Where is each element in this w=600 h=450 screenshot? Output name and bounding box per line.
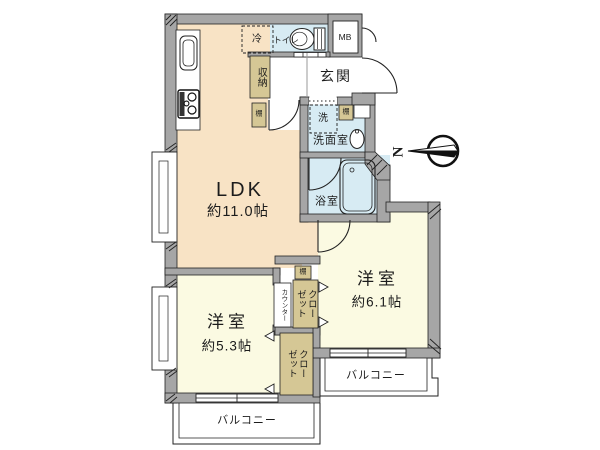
- balconies: [172, 358, 439, 445]
- storage-closet: [249, 55, 271, 99]
- windows: [151, 151, 407, 403]
- label-washer: 洗: [318, 113, 328, 124]
- balcony-left-rail: [172, 403, 321, 445]
- bathtub-icon: [339, 159, 376, 215]
- label-meter-box: MB: [338, 31, 352, 42]
- compass: [407, 134, 460, 168]
- wall-hatches: [165, 14, 442, 404]
- room-label-entrance: 玄関: [320, 68, 352, 84]
- counter-box: [273, 282, 292, 328]
- room-label-washroom: 洗面室: [313, 134, 349, 147]
- label-balcony-left: バルコニー: [217, 414, 277, 427]
- window-bedroom-left: [195, 393, 279, 403]
- closet-door-arrows: [264, 281, 329, 395]
- label-counter: カウンター: [279, 288, 287, 322]
- label-refrigerator: 冷: [252, 34, 262, 45]
- meter-box: [332, 20, 359, 54]
- label-balcony-right: バルコニー: [346, 369, 406, 382]
- meter-box-door: [361, 27, 377, 43]
- compass-north-label: N: [390, 146, 407, 158]
- fixtures: [175, 20, 376, 396]
- room-size-bedroom-left: 約5.3帖: [201, 338, 253, 354]
- entrance-floor: [305, 52, 362, 98]
- closet-left: [279, 332, 314, 396]
- room-size-bedroom-right: 約6.1帖: [351, 294, 403, 310]
- room-label-bathroom: 浴室: [315, 195, 339, 208]
- window-bedroom-right: [329, 348, 407, 358]
- shelf-hall: [251, 102, 267, 128]
- room-label-bedroom-right: 洋室: [357, 269, 399, 289]
- label-shelf-hall: 棚: [255, 110, 263, 118]
- closet-right-line2: ゼット: [295, 289, 306, 319]
- washroom-door-gap: [309, 97, 337, 105]
- room-label-ldk: LDK: [216, 179, 264, 201]
- closet-left-line2: ゼット: [286, 349, 297, 379]
- room-label-toilet: トイレ: [273, 34, 299, 45]
- doors: [264, 27, 398, 395]
- room-floors: [177, 24, 430, 395]
- label-storage: 収納: [255, 67, 267, 87]
- room-label-bedroom-left: 洋室: [207, 312, 249, 332]
- room-size-ldk: 約11.0帖: [206, 203, 270, 220]
- bedroom-left-floor: [177, 268, 280, 395]
- closet-right-line1: クロー: [305, 289, 317, 319]
- stove-icon: [177, 89, 200, 119]
- label-closet-right: クローゼット: [294, 289, 317, 319]
- label-shelf-closet-top: 棚: [299, 268, 307, 276]
- shelf-washroom: [338, 104, 354, 121]
- shelf-closet-top: [294, 265, 312, 280]
- label-closet-left: クローゼット: [285, 349, 308, 379]
- washer-space: [309, 104, 338, 134]
- toilet-sliding-door: [293, 52, 327, 58]
- toilet-icon: [289, 27, 326, 51]
- label-shelf-washroom: 棚: [342, 108, 350, 116]
- balcony-right-rail: [319, 358, 439, 397]
- closet-right: [292, 279, 319, 329]
- kitchen-counter: [175, 29, 201, 131]
- washroom-niche: [353, 104, 371, 119]
- refrigerator-space: [241, 25, 274, 54]
- closet-left-line1: クロー: [296, 349, 308, 379]
- vanity-sink-icon: [349, 129, 365, 149]
- ldk-floor-lobe: [300, 220, 318, 258]
- bedroom-right-floor: [318, 210, 430, 350]
